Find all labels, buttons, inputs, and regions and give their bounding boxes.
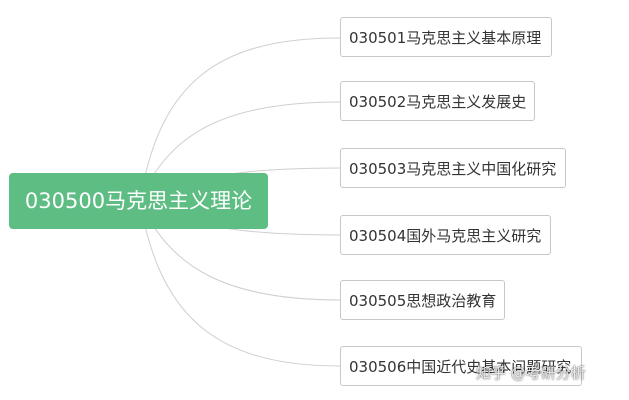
watermark-text: 知乎 @考研分析 xyxy=(476,364,586,382)
edge-to-node-1 xyxy=(139,37,341,202)
child-node-030506[interactable]: 030506中国近代史基本问题研究 xyxy=(340,346,582,386)
child-node-030503[interactable]: 030503马克思主义中国化研究 xyxy=(340,148,566,188)
edge-to-node-6 xyxy=(139,200,341,367)
child-node-030501[interactable]: 030501马克思主义基本原理 xyxy=(340,17,552,57)
root-node[interactable]: 030500马克思主义理论 xyxy=(9,173,268,229)
child-node-030504[interactable]: 030504国外马克思主义研究 xyxy=(340,215,551,255)
child-node-030505[interactable]: 030505思想政治教育 xyxy=(340,280,505,320)
child-node-030502[interactable]: 030502马克思主义发展史 xyxy=(340,81,535,121)
